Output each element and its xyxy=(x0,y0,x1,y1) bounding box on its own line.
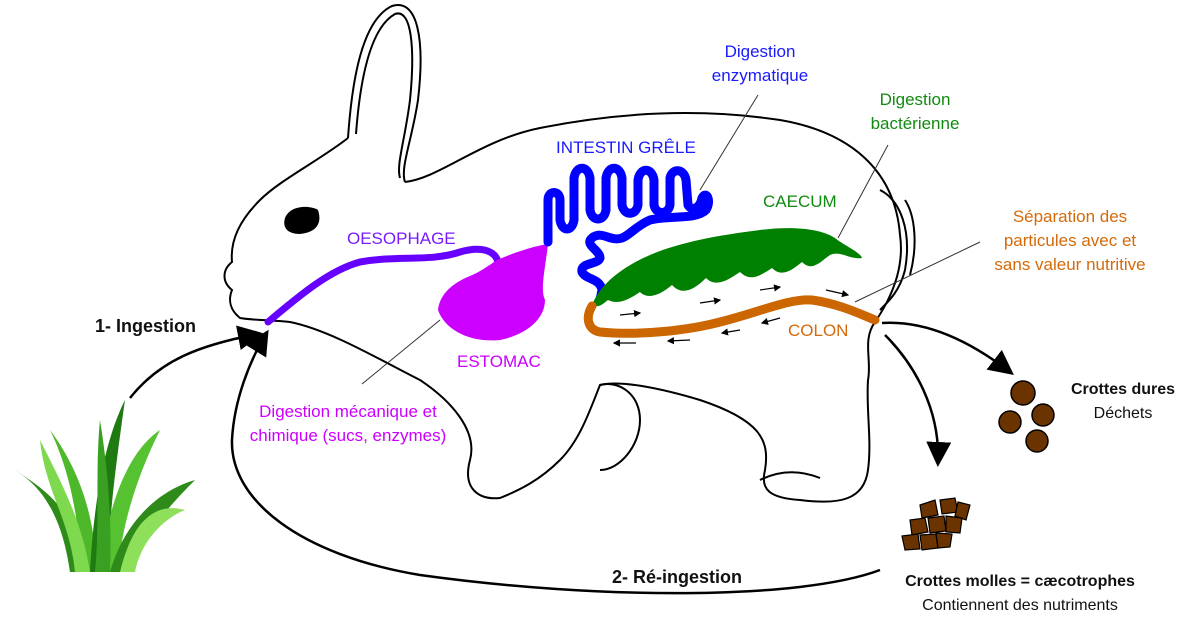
label-soft-droppings: Crottes molles = cæcotrophes Contiennent… xyxy=(880,570,1160,618)
label-caecum: CAECUM xyxy=(763,192,837,211)
label-mechanical-line1: Digestion mécanique et xyxy=(259,402,437,421)
soft-droppings-arrow xyxy=(884,334,952,467)
label-reingestion: 2- Ré-ingestion xyxy=(612,567,743,587)
label-separation-line1: Séparation des xyxy=(1012,207,1128,226)
label-soft-sub: Contiennent des nutriments xyxy=(922,597,1118,614)
hard-droppings-arrow xyxy=(881,321,1014,376)
label-bacterial-line2: bactérienne xyxy=(870,114,960,133)
rabbit-eye xyxy=(284,206,320,234)
label-colon: COLON xyxy=(788,321,849,340)
oesophagus xyxy=(264,245,502,326)
label-enzymatic-line1: Digestion xyxy=(724,42,796,61)
label-oesophagus: OESOPHAGE xyxy=(347,229,456,248)
colon xyxy=(583,295,880,338)
small-intestine xyxy=(543,163,713,305)
rabbit-outline xyxy=(223,4,916,503)
grass-icon xyxy=(15,400,195,572)
label-hard-droppings: Crottes dures Déchets xyxy=(1058,378,1188,426)
label-small-intestine: INTESTIN GRÊLE xyxy=(556,138,696,157)
label-separation-line2: particules avec et xyxy=(1003,231,1137,250)
label-bacterial-line1: Digestion xyxy=(879,90,951,109)
label-enzymatic-digestion: Digestion enzymatique xyxy=(700,40,820,88)
reingestion-arrow xyxy=(230,329,881,595)
leader-lines xyxy=(361,94,981,385)
label-mechanical-digestion: Digestion mécanique et chimique (sucs, e… xyxy=(238,400,458,448)
hard-droppings-icon xyxy=(998,380,1055,453)
label-hard-title: Crottes dures xyxy=(1070,381,1176,398)
label-enzymatic-line2: enzymatique xyxy=(711,66,809,85)
stomach xyxy=(438,244,548,341)
flow-arrows xyxy=(612,284,850,347)
label-separation-line3: sans valeur nutritive xyxy=(994,255,1146,274)
label-hard-sub: Déchets xyxy=(1093,405,1153,422)
ingestion-arrow xyxy=(129,325,263,399)
label-separation: Séparation des particules avec et sans v… xyxy=(980,205,1160,277)
label-soft-title: Crottes molles = cæcotrophes xyxy=(905,573,1135,590)
label-ingestion: 1- Ingestion xyxy=(95,316,197,336)
soft-droppings-icon xyxy=(901,497,971,551)
label-bacterial-digestion: Digestion bactérienne xyxy=(855,88,975,136)
caecum xyxy=(592,228,862,307)
label-mechanical-line2: chimique (sucs, enzymes) xyxy=(249,426,447,445)
label-stomach: ESTOMAC xyxy=(457,352,541,371)
